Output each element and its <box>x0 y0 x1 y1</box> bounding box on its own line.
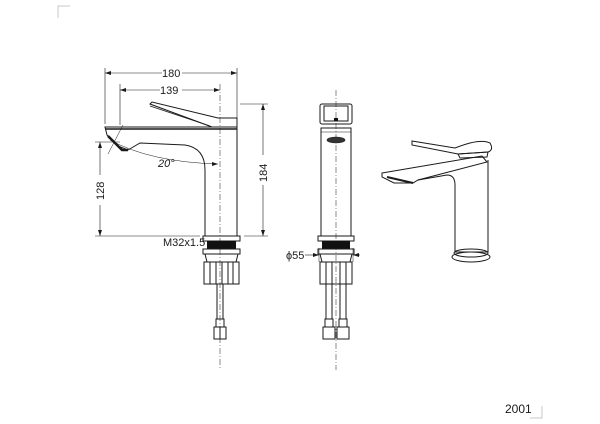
front-view <box>305 90 360 370</box>
drawing-number: 2001 <box>505 402 532 416</box>
dim-thread: M32x1.5 <box>163 237 205 249</box>
dim-overall-height: 184 <box>258 164 270 182</box>
frame-corner-top-left <box>57 5 70 18</box>
side-view <box>95 68 268 370</box>
dim-overall-length: 180 <box>162 68 180 80</box>
isometric-view <box>381 140 493 263</box>
frame-corner-bottom-right <box>530 406 543 419</box>
dim-base-diameter: ϕ55 <box>286 250 304 262</box>
dim-spout-height: 128 <box>95 182 107 200</box>
dim-spout-reach: 139 <box>160 85 178 97</box>
dim-spout-angle: 20° <box>157 158 175 170</box>
